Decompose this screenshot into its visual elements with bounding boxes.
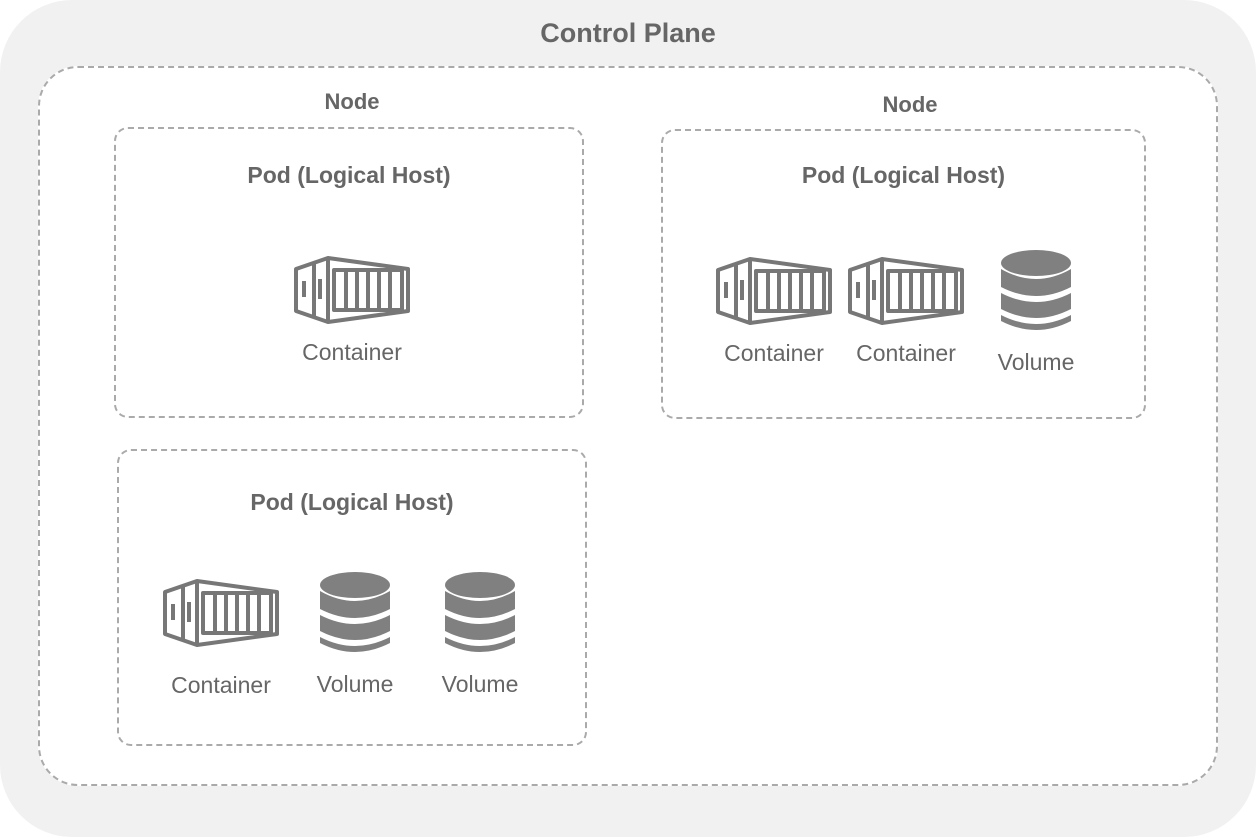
pod: Pod (Logical Host) Container Volume Volu… [117,449,587,746]
container-label: Container [724,340,824,366]
pod-title: Pod (Logical Host) [801,162,1006,188]
volume-item: Volume [290,571,420,698]
control-plane-title: Control Plane [540,18,716,48]
volume-label: Volume [316,671,394,697]
volume-item: Volume [415,571,545,698]
container-label: Container [856,340,956,366]
volume-icon [444,571,516,657]
volume-item: Volume [971,249,1101,376]
container-icon [294,255,410,325]
container-item: Container [287,255,417,366]
volume-icon [319,571,391,657]
pod: Pod (Logical Host) Container Container V… [661,129,1146,419]
volume-icon [1000,249,1072,335]
container-icon [716,256,832,326]
container-item: Container [841,256,971,367]
node-label: Node [324,89,380,114]
pod-title: Pod (Logical Host) [247,162,451,188]
container-item: Container [156,578,286,699]
container-icon [163,578,279,648]
container-label: Container [171,672,271,698]
volume-label: Volume [997,349,1075,375]
container-item: Container [709,256,839,367]
container-label: Container [302,339,402,365]
node-label: Node [882,92,938,117]
volume-label: Volume [441,671,519,697]
pod-title: Pod (Logical Host) [250,489,454,515]
pod: Pod (Logical Host) Container [114,127,584,418]
container-icon [848,256,964,326]
